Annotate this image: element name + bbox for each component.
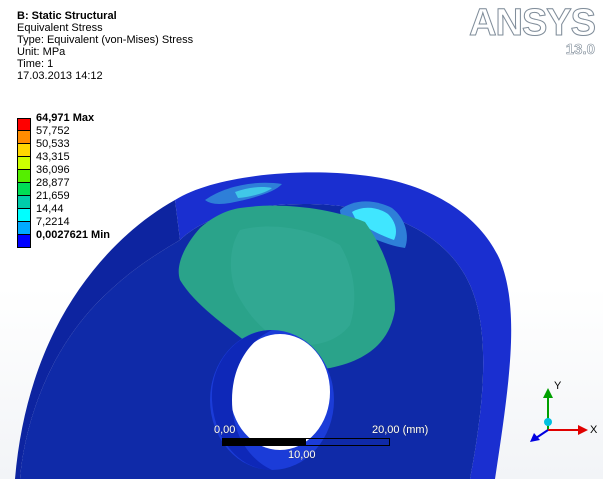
legend-swatch <box>17 235 31 248</box>
disc-left-edge <box>15 200 180 479</box>
result-timestamp: 17.03.2013 14:12 <box>17 70 103 82</box>
analysis-title: B: Static Structural <box>17 10 117 22</box>
legend-row: 14,44 <box>17 203 110 222</box>
axis-label-x: X <box>590 424 598 436</box>
legend-swatch <box>17 157 31 170</box>
logo-version: 13.0 <box>565 41 595 58</box>
contour-legend[interactable]: 64,971 Max 57,752 50,533 43,315 36,096 2… <box>17 112 110 248</box>
ansys-logo: ANSYS 13.0 <box>469 2 597 58</box>
legend-swatch <box>17 209 31 222</box>
legend-label: 0,0027621 Min <box>36 229 110 241</box>
center-hole <box>230 334 330 450</box>
legend-row: 7,2214 <box>17 216 110 235</box>
legend-row: 50,533 <box>17 138 110 157</box>
legend-swatch <box>17 118 31 131</box>
result-type: Type: Equivalent (von-Mises) Stress <box>17 34 194 46</box>
scale-label-middle: 10,00 <box>288 449 316 461</box>
stress-patch-top-right-core <box>352 207 396 240</box>
stress-patch-top-left-core <box>235 187 272 198</box>
scale-bar <box>222 438 390 446</box>
scale-label-left: 0,00 <box>214 424 236 436</box>
legend-swatch <box>17 222 31 235</box>
stress-region-mid-inner <box>230 226 355 345</box>
legend-swatch <box>17 144 31 157</box>
disc-side-surface <box>175 172 512 479</box>
legend-swatch <box>17 196 31 209</box>
legend-label: 7,2214 <box>36 216 70 228</box>
legend-label: 14,44 <box>36 203 64 215</box>
result-info-panel: B: Static Structural Equivalent Stress T… <box>17 10 193 82</box>
legend-label: 21,659 <box>36 190 70 202</box>
legend-swatch <box>17 170 31 183</box>
legend-label: 50,533 <box>36 138 70 150</box>
legend-swatch <box>17 183 31 196</box>
triad-icon <box>530 388 588 442</box>
result-time: Time: 1 <box>17 58 54 70</box>
coordinate-triad[interactable]: Y X Z <box>522 378 603 458</box>
legend-row: 43,315 <box>17 151 110 170</box>
result-unit: Unit: MPa <box>17 46 66 58</box>
center-hole-inner-wall <box>211 330 272 470</box>
legend-row: 21,659 <box>17 190 110 209</box>
legend-label: 28,877 <box>36 177 70 189</box>
legend-row: 36,096 <box>17 164 110 183</box>
legend-label: 36,096 <box>36 164 70 176</box>
legend-row: 57,752 <box>17 125 110 144</box>
legend-swatch <box>17 131 31 144</box>
legend-row: 64,971 Max <box>17 112 110 131</box>
axis-label-y: Y <box>554 380 562 392</box>
logo-brand: ANSYS <box>469 2 597 44</box>
legend-label: 43,315 <box>36 151 70 163</box>
result-name: Equivalent Stress <box>17 22 103 34</box>
legend-row: 0,0027621 Min <box>17 229 110 248</box>
legend-label: 64,971 Max <box>36 112 95 124</box>
legend-row: 28,877 <box>17 177 110 196</box>
legend-label: 57,752 <box>36 125 70 137</box>
scale-label-right: 20,00 (mm) <box>372 424 429 436</box>
